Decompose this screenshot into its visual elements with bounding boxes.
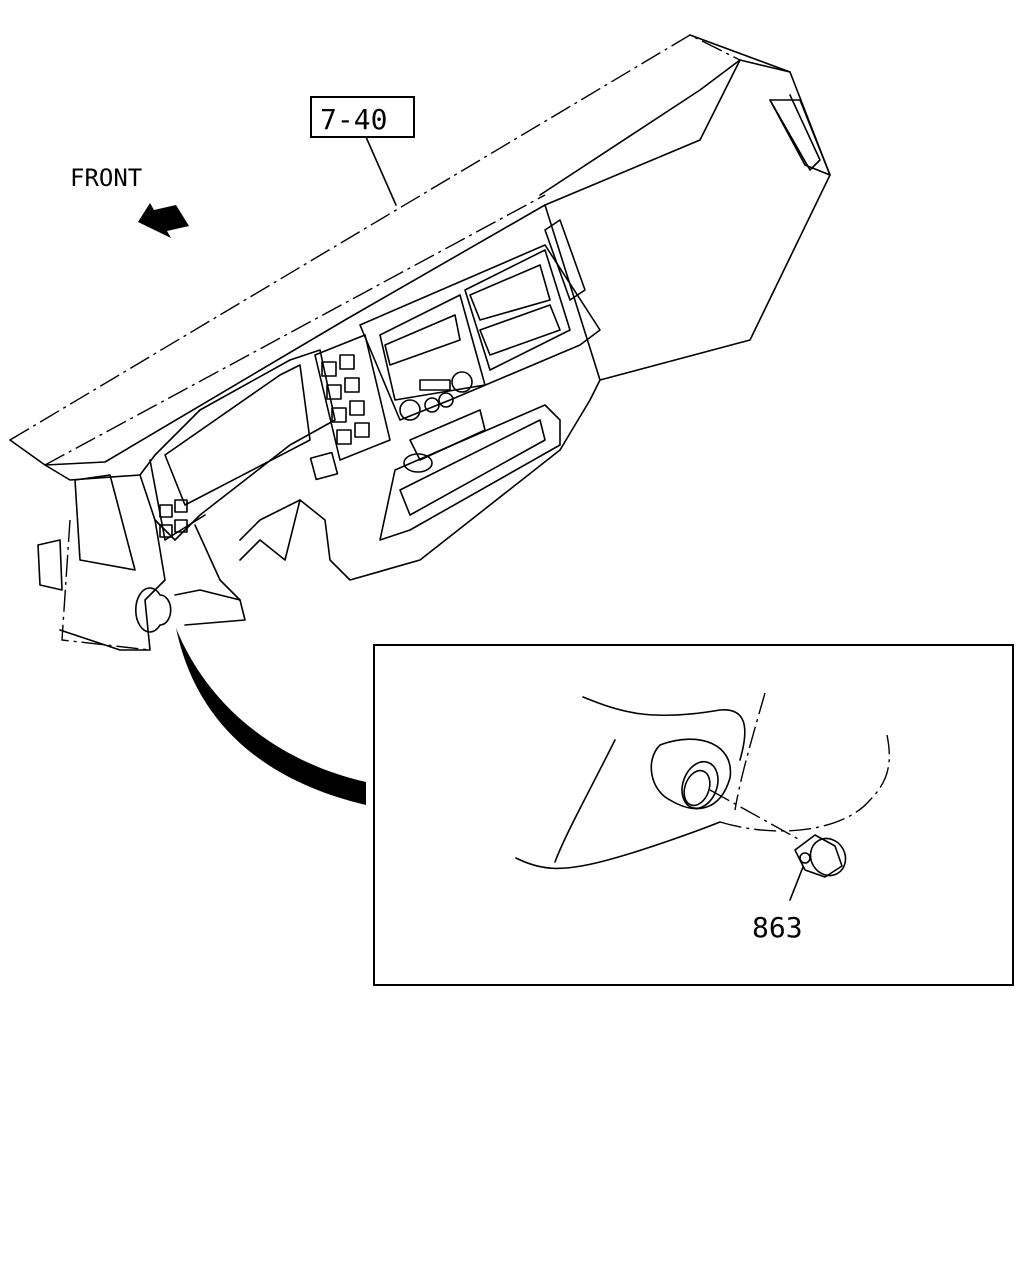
detail-inset-frame xyxy=(373,644,1014,986)
part-number-label: 863 xyxy=(752,911,803,944)
assembly-ref-box xyxy=(310,96,415,138)
instrument-panel xyxy=(9,34,831,651)
front-label: FRONT xyxy=(70,164,142,192)
callout-curve-icon xyxy=(176,628,366,805)
assembly-leader-line xyxy=(365,136,397,206)
detail-view xyxy=(515,692,890,901)
assembly-ref-label: 7-40 xyxy=(320,103,387,136)
front-arrow-icon xyxy=(138,203,189,238)
